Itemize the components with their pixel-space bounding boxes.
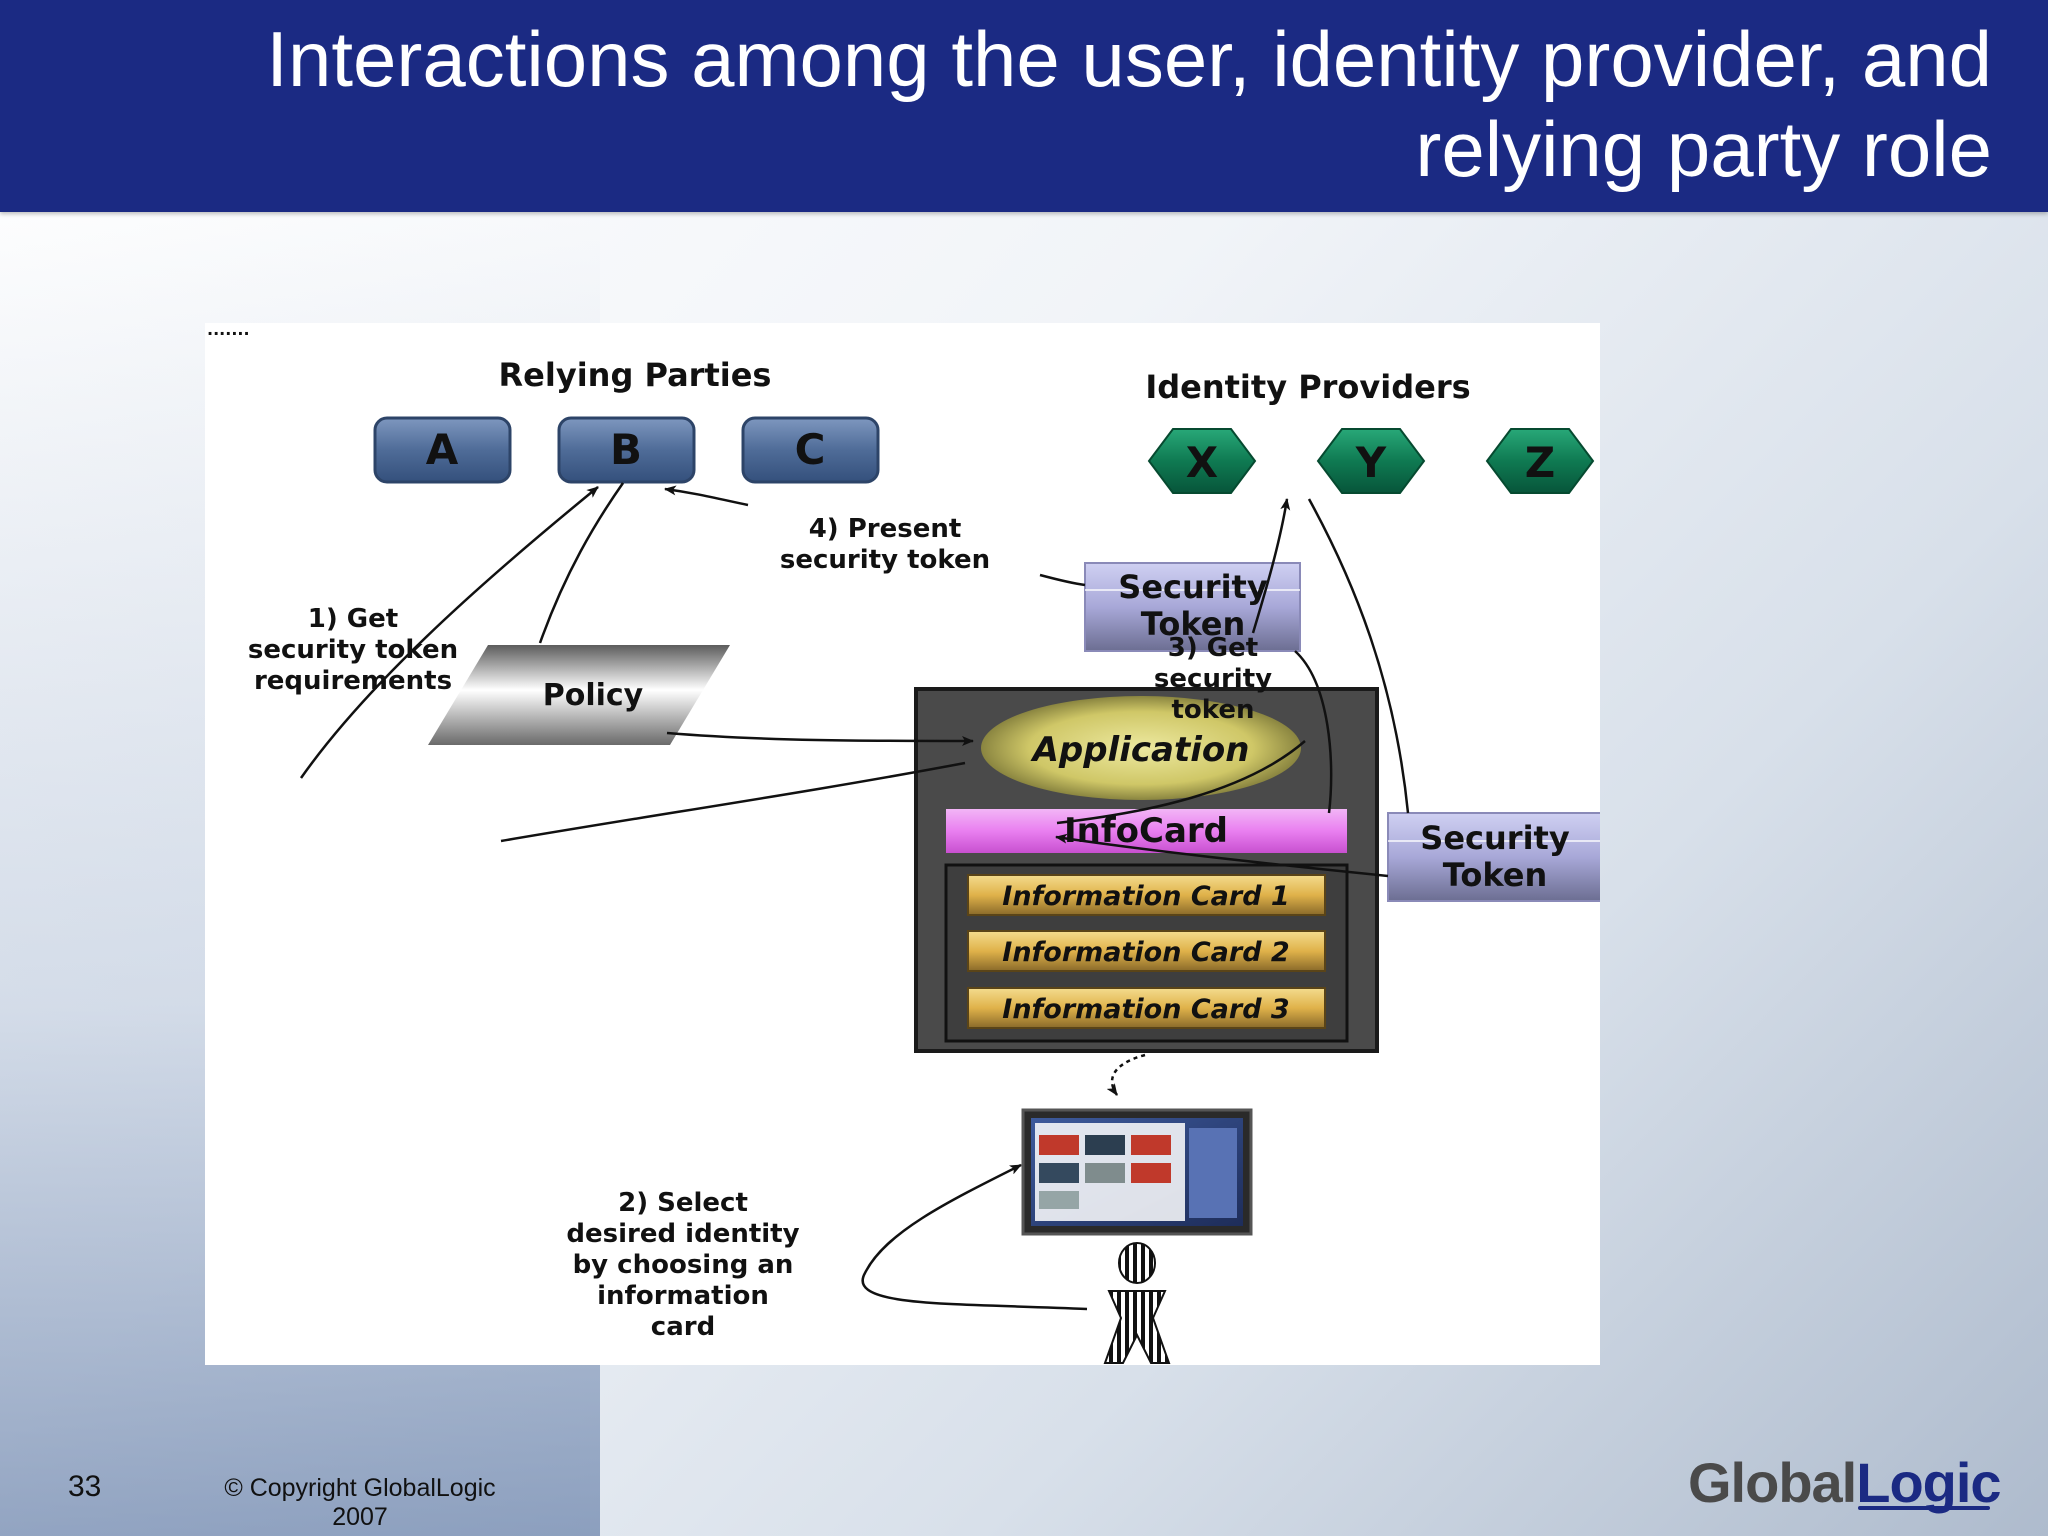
identity-provider-x-label: X: [1186, 438, 1218, 487]
information-card-2: Information Card 2: [967, 930, 1326, 972]
identity-provider-z-label: Z: [1525, 438, 1555, 487]
step-2-line2: desired identity: [566, 1219, 799, 1249]
application-label: Application: [1030, 730, 1250, 770]
step-4-label: 4) Present security token: [780, 514, 990, 575]
relying-party-b: B: [557, 416, 696, 484]
information-card-3: Information Card 3: [967, 987, 1326, 1029]
corner-dots: .......: [207, 323, 250, 339]
relying-party-c-label: C: [795, 425, 826, 474]
step-3-label: 3) Get security token: [1154, 633, 1272, 725]
arrow-client-to-screen: [1106, 1053, 1146, 1096]
step-3-line3: token: [1171, 695, 1254, 725]
relying-parties-title: Relying Parties: [499, 356, 772, 394]
arrow-user-to-screen: [861, 1163, 1088, 1311]
infocard-bar: [946, 809, 1347, 853]
logo-underline: [1858, 1506, 1990, 1510]
security-token-right: Security Token: [1387, 812, 1600, 902]
diagram-connectors: [299, 482, 1410, 1311]
security-token-right-line1: Security: [1420, 819, 1570, 857]
information-card-1: Information Card 1: [967, 874, 1326, 916]
client-box: Application InfoCard Information Card 1 …: [914, 687, 1379, 1053]
policy-label: Policy: [543, 678, 644, 713]
step-2-line4: information: [597, 1281, 769, 1311]
step-2-line5: card: [651, 1312, 715, 1342]
computer-screen: [1021, 1108, 1253, 1236]
relying-party-b-label: B: [610, 425, 642, 474]
diagram-canvas: ....... Relying Parties A B C Identity P…: [207, 323, 1600, 1364]
step-4-line1: 4) Present: [809, 514, 962, 544]
arrow-step4-to-b: [664, 485, 749, 507]
step-4-line2: security token: [780, 545, 990, 575]
line-step1-to-application: [500, 761, 966, 843]
line-y-to-token: [1307, 498, 1410, 814]
line-b-to-policy: [538, 482, 625, 644]
slide-number: 33: [68, 1470, 102, 1503]
information-card-3-label: Information Card 3: [1002, 994, 1289, 1025]
infocard-label: InfoCard: [1064, 811, 1228, 851]
information-card-2-label: Information Card 2: [1002, 937, 1289, 968]
arrow-policy-to-application: [666, 731, 974, 746]
step-2-label: 2) Select desired identity by choosing a…: [566, 1188, 799, 1342]
globallogic-logo: GlobalLogic: [1688, 1450, 2002, 1515]
slide-title: Interactions among the user, identity pr…: [266, 15, 1992, 193]
identity-provider-y: Y: [1316, 428, 1426, 494]
relying-party-a: A: [373, 416, 512, 484]
step-1-line2: security token: [248, 635, 458, 665]
user-figure: [1103, 1242, 1171, 1364]
logo-global-text: Global: [1688, 1451, 1857, 1514]
security-token-right-line2: Token: [1443, 856, 1547, 894]
step-2-line3: by choosing an: [573, 1250, 794, 1280]
identity-providers-title: Identity Providers: [1145, 368, 1470, 406]
step-3-line1: 3) Get: [1168, 633, 1258, 663]
identity-provider-y-label: Y: [1355, 438, 1387, 487]
information-card-1-label: Information Card 1: [1002, 881, 1289, 912]
relying-party-c: C: [741, 416, 880, 484]
arrow-step1-to-b: [299, 486, 599, 779]
step-1-line1: 1) Get: [308, 604, 398, 634]
line-token-to-infocard: [1294, 650, 1333, 814]
step-3-line2: security: [1154, 664, 1272, 694]
step-2-line1: 2) Select: [618, 1188, 748, 1218]
identity-diagram: ....... Relying Parties A B C Identity P…: [205, 323, 1600, 1365]
security-token-top: Security Token: [1084, 562, 1301, 652]
line-step4-to-token: [1039, 573, 1086, 587]
title-bar: Interactions among the user, identity pr…: [0, 0, 2048, 212]
security-token-top-line2: Token: [1141, 605, 1245, 643]
step-1-label: 1) Get security token requirements: [248, 604, 458, 696]
identity-provider-x: X: [1147, 428, 1257, 494]
line-step3-to-infocard: [1056, 740, 1306, 825]
arrow-step3-to-y: [1251, 498, 1291, 634]
copyright-text: © Copyright GlobalLogic 2007: [224, 1474, 496, 1531]
identity-provider-z: Z: [1485, 428, 1595, 494]
policy-shape: Policy: [428, 645, 730, 745]
logo-logic-text: Logic: [1856, 1451, 2001, 1514]
arrow-token-right-to-infocard: [1055, 833, 1389, 878]
security-token-top-line1: Security: [1118, 568, 1268, 606]
application-ellipse: [981, 696, 1301, 800]
relying-party-a-label: A: [426, 425, 459, 474]
step-1-line3: requirements: [254, 666, 452, 696]
